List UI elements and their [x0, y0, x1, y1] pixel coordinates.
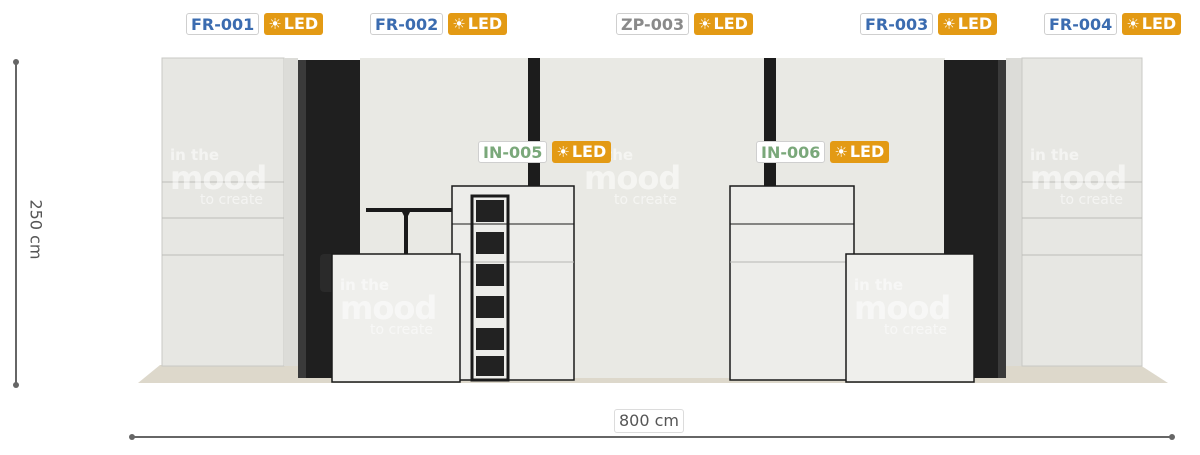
led-badge: ☀LED [552, 141, 612, 163]
module-code: FR-001 [186, 13, 260, 35]
counter-in-006 [729, 185, 855, 381]
sun-icon: ☀ [942, 15, 956, 33]
width-dimension-line [129, 434, 1175, 440]
label-fr-003: FR-003 ☀LED [860, 13, 998, 35]
led-badge: ☀LED [264, 13, 324, 35]
brochure-rack [470, 194, 510, 382]
width-dimension-label: 800 cm [614, 409, 685, 433]
pedestal-left [331, 253, 461, 383]
sun-icon: ☀ [698, 15, 712, 33]
graphic-pedestal-right: in the mood to create [854, 276, 951, 338]
led-badge: ☀LED [448, 13, 508, 35]
height-dimension-line [13, 59, 19, 388]
label-fr-004: FR-004 ☀LED [1044, 13, 1182, 35]
led-badge: ☀LED [694, 13, 753, 35]
pedestal-right [845, 253, 975, 383]
label-fr-002: FR-002 ☀LED [370, 13, 508, 35]
sun-icon: ☀ [268, 15, 282, 33]
led-badge: ☀LED [938, 13, 998, 35]
led-badge: ☀LED [1122, 13, 1182, 35]
label-zp-003: ZP-003 ☀LED [616, 13, 753, 35]
module-code: FR-004 [1044, 13, 1118, 35]
module-code: FR-002 [370, 13, 444, 35]
label-in-006: IN-006 ☀LED [756, 141, 890, 163]
frame-fr-004 [1021, 57, 1143, 367]
graphic-pedestal-left: in the mood to create [340, 276, 437, 338]
module-code: IN-005 [478, 141, 548, 163]
module-code: FR-003 [860, 13, 934, 35]
height-dimension-label: 250 cm [26, 195, 46, 260]
led-badge: ☀LED [830, 141, 890, 163]
sun-icon: ☀ [556, 143, 570, 161]
frame-fr-001 [161, 57, 285, 367]
label-fr-001: FR-001 ☀LED [186, 13, 324, 35]
sun-icon: ☀ [834, 143, 848, 161]
sun-icon: ☀ [452, 15, 466, 33]
module-code: ZP-003 [616, 13, 690, 35]
graphic-fr-004: in the mood to create [1030, 146, 1127, 208]
sun-icon: ☀ [1126, 15, 1140, 33]
counter-in-005 [451, 185, 575, 381]
module-code: IN-006 [756, 141, 826, 163]
label-in-005: IN-005 ☀LED [478, 141, 612, 163]
graphic-fr-001: in the mood to create [170, 146, 267, 208]
